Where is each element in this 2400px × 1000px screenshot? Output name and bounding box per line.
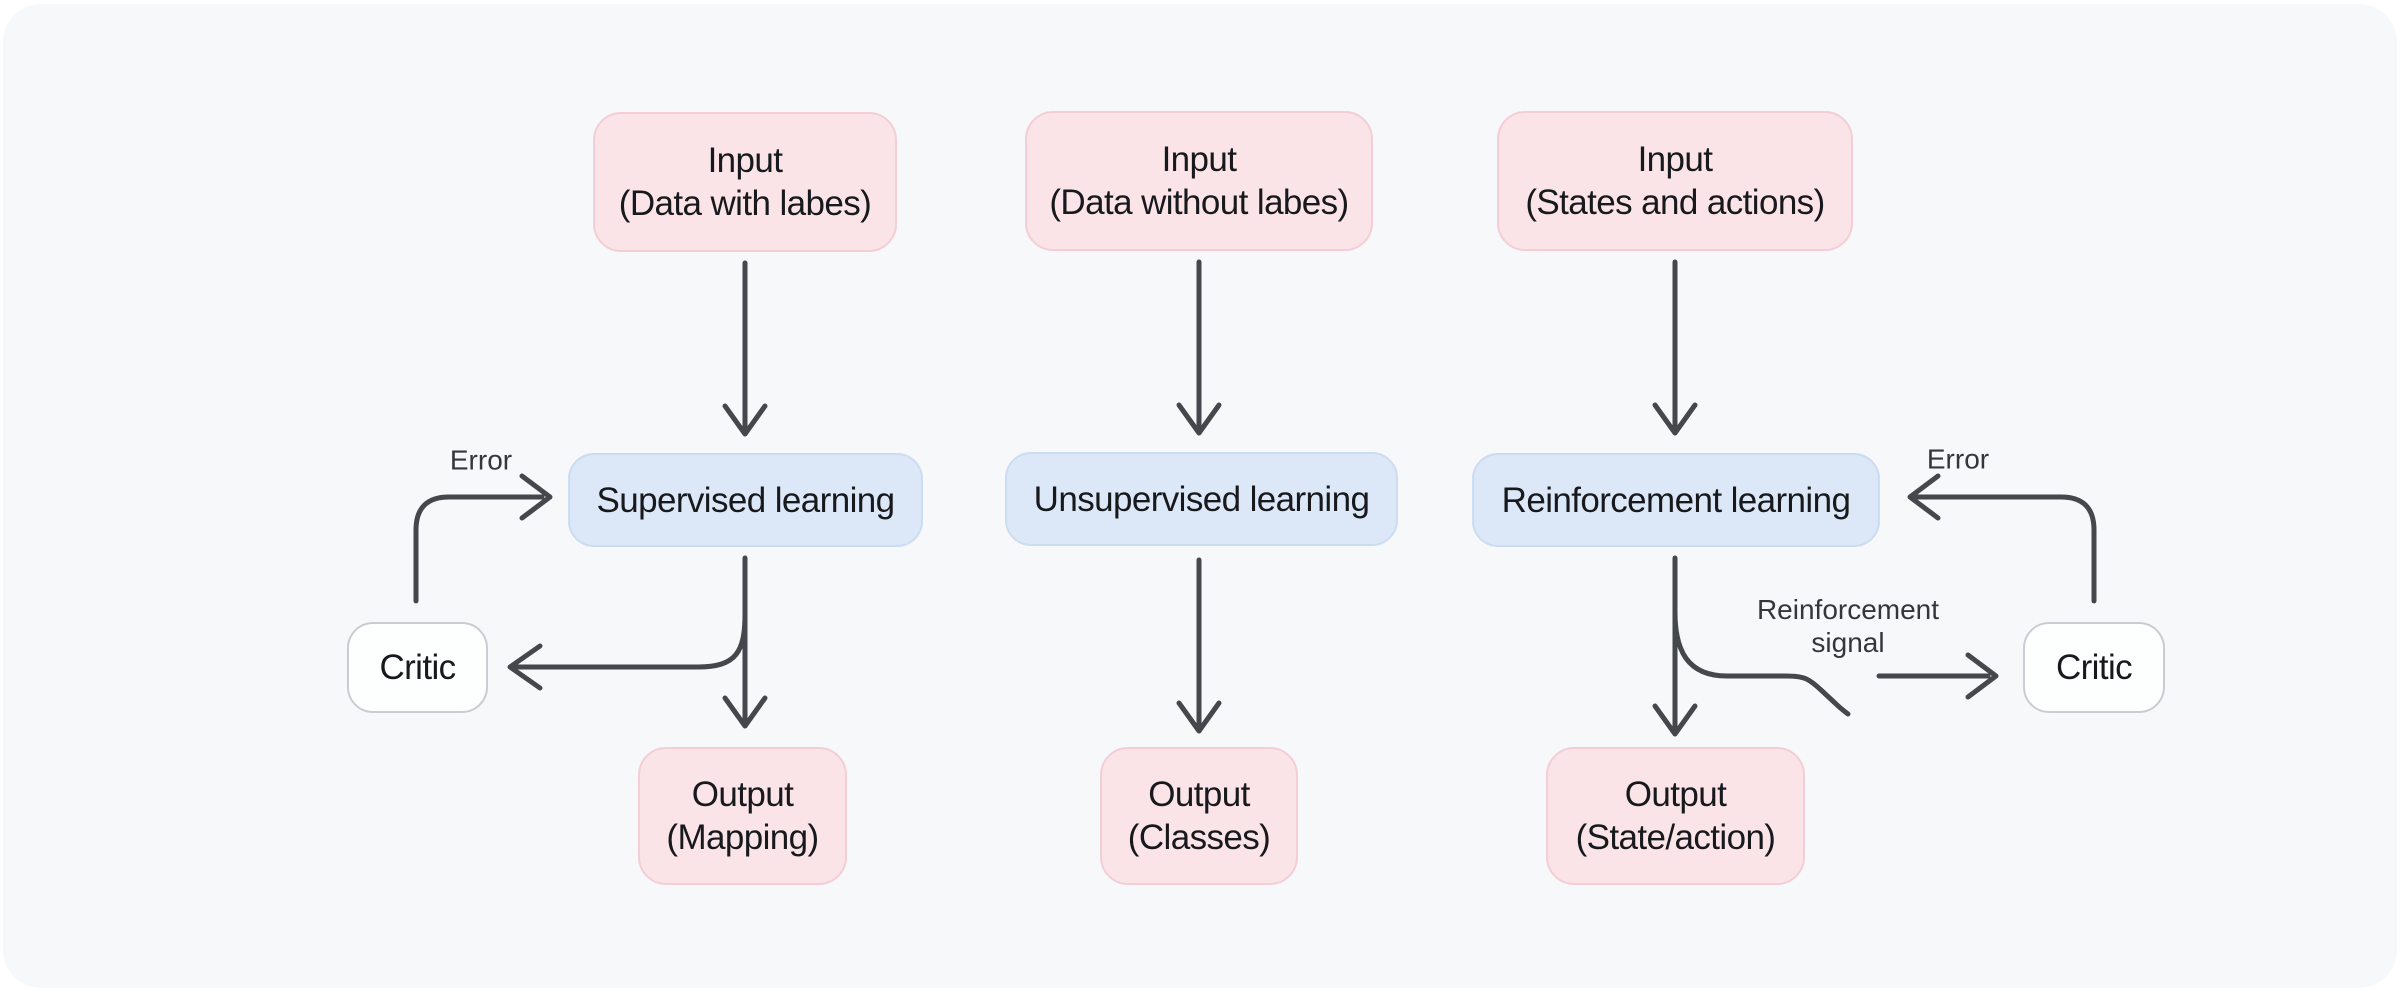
critic-box-right: Critic bbox=[2023, 622, 2165, 713]
input-title: Input bbox=[1161, 140, 1237, 179]
output-subtitle: (Mapping) bbox=[666, 818, 819, 857]
error-label-right: Error bbox=[1926, 443, 1990, 475]
input-title: Input bbox=[707, 141, 783, 180]
input-box-supervised: Input (Data with labes) bbox=[593, 112, 897, 252]
output-subtitle: (Classes) bbox=[1127, 818, 1271, 857]
process-box-supervised-learning: Supervised learning bbox=[568, 453, 923, 547]
input-title: Input bbox=[1637, 140, 1713, 179]
process-label: Supervised learning bbox=[596, 480, 896, 520]
reinforcement-signal-label: Reinforcement signal bbox=[1757, 593, 1939, 659]
process-box-unsupervised-learning: Unsupervised learning bbox=[1005, 452, 1398, 546]
input-box-unsupervised: Input (Data without labes) bbox=[1025, 111, 1373, 251]
output-title: Output bbox=[691, 775, 794, 814]
output-box-mapping: Output (Mapping) bbox=[638, 747, 847, 885]
output-box-state-action: Output (State/action) bbox=[1546, 747, 1805, 885]
output-subtitle: (State/action) bbox=[1575, 818, 1776, 857]
process-box-reinforcement-learning: Reinforcement learning bbox=[1472, 453, 1880, 547]
reinforcement-signal-label-line2: signal bbox=[1811, 627, 1885, 658]
input-subtitle: (Data without labes) bbox=[1049, 183, 1349, 222]
input-subtitle: (States and actions) bbox=[1525, 183, 1825, 222]
output-box-classes: Output (Classes) bbox=[1100, 747, 1298, 885]
critic-label: Critic bbox=[2055, 648, 2133, 687]
output-title: Output bbox=[1624, 775, 1727, 814]
critic-label: Critic bbox=[379, 648, 456, 687]
error-label-left: Error bbox=[449, 444, 513, 476]
process-label: Reinforcement learning bbox=[1501, 480, 1851, 520]
output-title: Output bbox=[1148, 775, 1250, 814]
input-subtitle: (Data with labes) bbox=[618, 184, 872, 223]
reinforcement-signal-label-line1: Reinforcement bbox=[1756, 594, 1940, 625]
process-label: Unsupervised learning bbox=[1033, 479, 1370, 519]
input-box-reinforcement: Input (States and actions) bbox=[1497, 111, 1853, 251]
critic-box-left: Critic bbox=[347, 622, 488, 713]
